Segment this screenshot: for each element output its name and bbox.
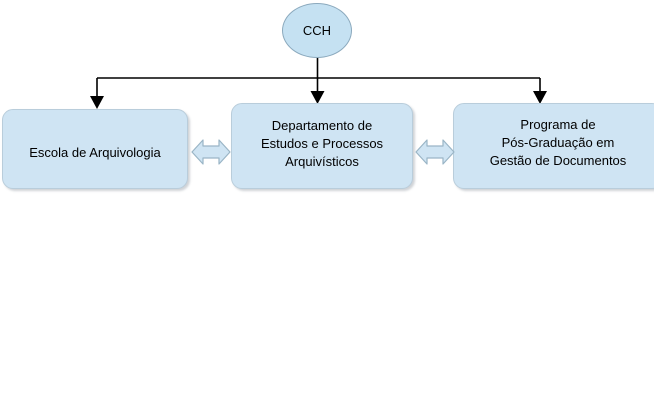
bidirectional-arrow-escola-departamento [191, 139, 231, 165]
unit-box-departamento[interactable]: Departamento de Estudos e Processos Arqu… [231, 103, 413, 189]
bidirectional-arrow-departamento-programa [415, 139, 455, 165]
unit-box-departamento-label: Departamento de Estudos e Processos Arqu… [260, 118, 384, 169]
unit-box-programa-label: Programa de Pós-Graduação em Gestão de D… [489, 117, 627, 168]
unit-box-escola-label: Escola de Arquivologia [29, 145, 161, 160]
unit-box-escola[interactable]: Escola de Arquivologia [2, 109, 188, 189]
unit-box-programa[interactable]: Programa de Pós-Graduação em Gestão de D… [453, 103, 654, 189]
root-node-cch[interactable]: CCH [282, 3, 352, 58]
tree-connectors [96, 57, 541, 101]
root-node-label: CCH [302, 23, 332, 38]
arrowhead-down-left [90, 96, 104, 109]
